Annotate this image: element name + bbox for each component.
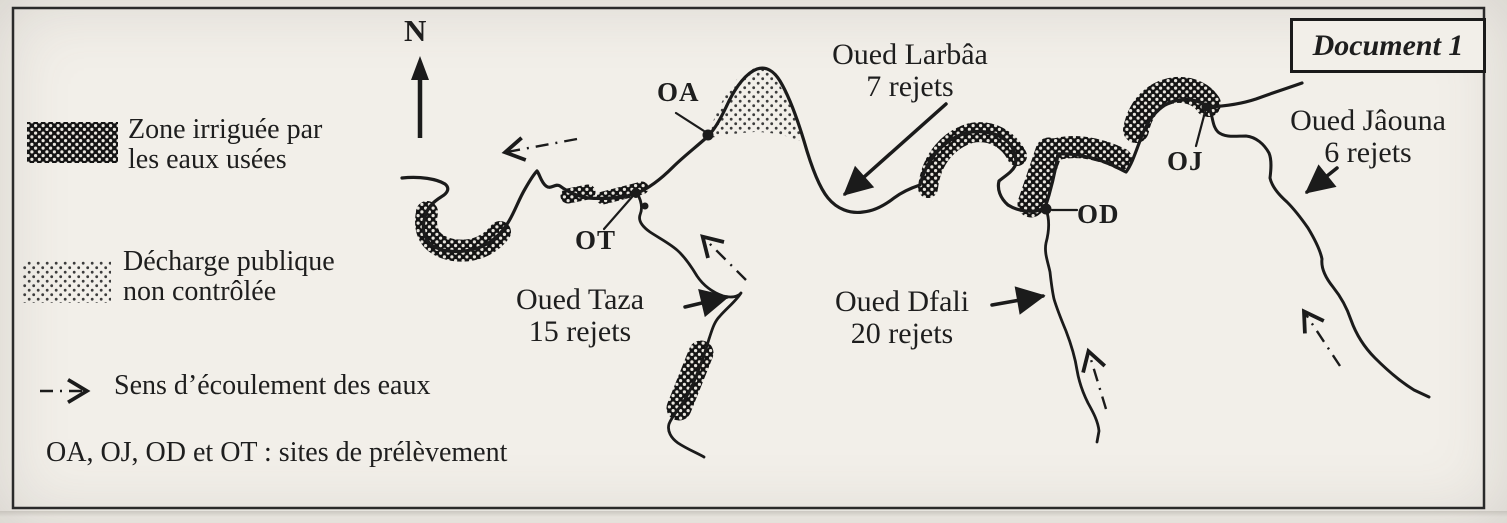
dfali-name: Oued Dfali	[834, 285, 970, 318]
taza-label-arrow	[683, 289, 730, 318]
site-dot-ot-secondary	[641, 202, 649, 210]
legend-irrigated-line1: Zone irriguée par	[128, 114, 323, 145]
river-jaouna	[1207, 105, 1431, 399]
legend-swatch-irrigated	[27, 122, 118, 163]
legend-swatches	[22, 122, 118, 303]
dump-zone-area	[707, 68, 803, 142]
jaouna-name: Oued Jâouna	[1290, 104, 1446, 137]
flow-arrow-main	[501, 136, 578, 162]
legend-swatch-dump	[22, 261, 111, 303]
legend-flow-label: Sens d’écoulement des eaux	[114, 370, 431, 401]
ot-leader-line	[602, 195, 634, 231]
taza-name: Oued Taza	[515, 283, 645, 316]
oa-leader-line	[674, 111, 706, 133]
site-label-oj: OJ	[1167, 146, 1204, 176]
dfali-label: Oued Dfali 20 rejets	[808, 287, 996, 349]
site-dot-ot	[631, 188, 641, 198]
site-label-od: OD	[1077, 199, 1120, 229]
dfali-label-arrow	[990, 286, 1046, 315]
site-dot-oj	[1201, 102, 1211, 112]
larbaa-name: Oued Larbâa	[832, 38, 988, 71]
legend-irrigated-line2: les eaux usées	[128, 144, 287, 175]
north-arrow-head	[411, 56, 429, 80]
river-dfali	[1044, 207, 1101, 444]
larbaa-rejets: 7 rejets	[866, 70, 954, 103]
irrigated-zone-od-horizontal	[1039, 136, 1132, 170]
site-dot-oa	[702, 129, 714, 141]
flow-arrows	[40, 136, 1342, 410]
irrigated-zone-oj	[1123, 76, 1221, 143]
river-larbaa	[400, 66, 1304, 254]
flow-arrow-dfali	[1081, 347, 1108, 410]
irrigated-zone-arch	[918, 122, 1027, 198]
taza-label: Oued Taza 15 rejets	[486, 285, 674, 347]
oj-leader-line	[1194, 110, 1207, 148]
legend-dump-line2: non contrôlée	[123, 276, 277, 307]
irrigated-zone-taza	[666, 340, 714, 421]
north-label: N	[404, 13, 427, 48]
irrigated-zone-west-crescent	[415, 201, 511, 262]
north-arrow	[411, 56, 429, 138]
map-border	[11, 6, 1486, 510]
legend-dump-label: Décharge publique non contrôlée	[123, 247, 335, 307]
larbaa-label-arrow	[843, 102, 948, 196]
legend-sites-note: OA, OJ, OD et OT : sites de prélèvement	[46, 437, 508, 468]
legend-dump-line1: Décharge publique	[123, 246, 335, 277]
site-dot-od	[1040, 203, 1052, 215]
site-label-oa: OA	[657, 77, 700, 107]
jaouna-label: Oued Jâouna 6 rejets	[1270, 106, 1466, 168]
flow-arrow-jaouna	[1301, 308, 1342, 367]
taza-rejets: 15 rejets	[528, 315, 632, 348]
label-arrows	[683, 102, 1339, 318]
page-shadow	[0, 511, 1507, 517]
dfali-rejets: 20 rejets	[850, 317, 954, 350]
river-taza	[635, 191, 743, 459]
irrigated-zones	[415, 76, 1221, 421]
jaouna-label-arrow	[1304, 164, 1339, 194]
rivers	[400, 66, 1431, 459]
larbaa-label: Oued Larbâa 7 rejets	[808, 40, 1012, 102]
site-leader-lines	[602, 110, 1207, 231]
document-label: Document 1	[1312, 28, 1464, 62]
document-label-box: Document 1	[1290, 18, 1486, 73]
flow-arrow-taza	[700, 234, 747, 281]
site-label-ot: OT	[575, 225, 617, 255]
legend-irrigated-label: Zone irriguée par les eaux usées	[128, 115, 322, 175]
sample-sites	[631, 102, 1211, 215]
jaouna-rejets: 6 rejets	[1324, 136, 1412, 169]
